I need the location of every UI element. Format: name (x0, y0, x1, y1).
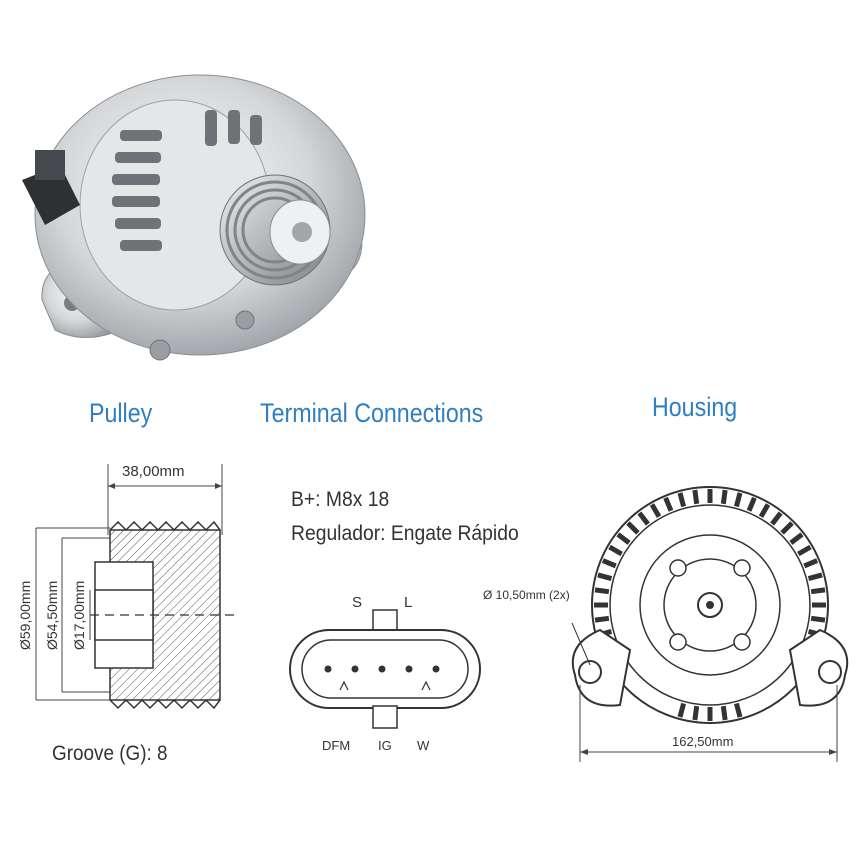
housing-fin (663, 496, 674, 512)
housing-fin (594, 587, 610, 595)
housing-fin (608, 544, 623, 557)
pulley-groove-label: Groove (G): 8 (52, 742, 168, 765)
housing-fin (733, 702, 743, 718)
housing-drawing: Ø 10,50mm (2x) 162,50mm (483, 486, 849, 762)
housing-fin (807, 572, 823, 582)
heading-terminal-connections: Terminal Connections (260, 398, 484, 428)
housing-fin (810, 615, 826, 623)
pin-s-label: S (352, 594, 362, 611)
pulley-width-label: 38,00mm (122, 463, 185, 480)
housing-fin (677, 702, 687, 718)
housing-fin (789, 532, 804, 545)
pulley-drawing: 38,00mm Ø59,00mm Ø54,50mm Ø17,00mm (17, 463, 240, 710)
alternator-photo (22, 74, 366, 361)
housing-fin (720, 705, 728, 721)
terminal-regulator-label: Regulador: Engate Rápido (291, 522, 519, 545)
housing-fin (626, 521, 640, 535)
housing-fin (692, 705, 700, 721)
pulley-bore-diameter-label: Ø17,00mm (71, 581, 87, 650)
housing-fin (692, 489, 700, 505)
pin-w-label: W (417, 738, 430, 753)
housing-fin (616, 532, 631, 545)
housing-fin (746, 496, 757, 512)
housing-fin (797, 544, 812, 557)
housing-fin (780, 521, 794, 535)
housing-fin (758, 503, 771, 518)
housing-fin (594, 615, 610, 623)
housing-fin (810, 587, 826, 595)
pin-dfm-label: DFM (322, 738, 350, 753)
housing-fin (720, 489, 728, 505)
pin-ig-label: IG (378, 738, 392, 753)
housing-fin (601, 558, 617, 569)
housing-span-label: 162,50mm (672, 734, 733, 749)
heading-pulley: Pulley (89, 398, 153, 428)
heading-housing: Housing (652, 392, 738, 422)
housing-fin (597, 572, 613, 582)
terminal-bplus-label: B+: M8x 18 (291, 488, 390, 511)
housing-fin (637, 511, 650, 526)
pin-l-label: L (404, 594, 412, 611)
housing-fin (770, 511, 783, 526)
pulley-outer-diameter-label: Ø59,00mm (17, 581, 33, 650)
housing-fin (649, 503, 662, 518)
connector-drawing: S L DFM IG W (289, 594, 481, 753)
housing-fin (733, 492, 743, 508)
housing-hole-label: Ø 10,50mm (2x) (483, 588, 570, 602)
housing-fin (803, 558, 819, 569)
pulley-mid-diameter-label: Ø54,50mm (44, 581, 60, 650)
housing-fin (677, 492, 687, 508)
